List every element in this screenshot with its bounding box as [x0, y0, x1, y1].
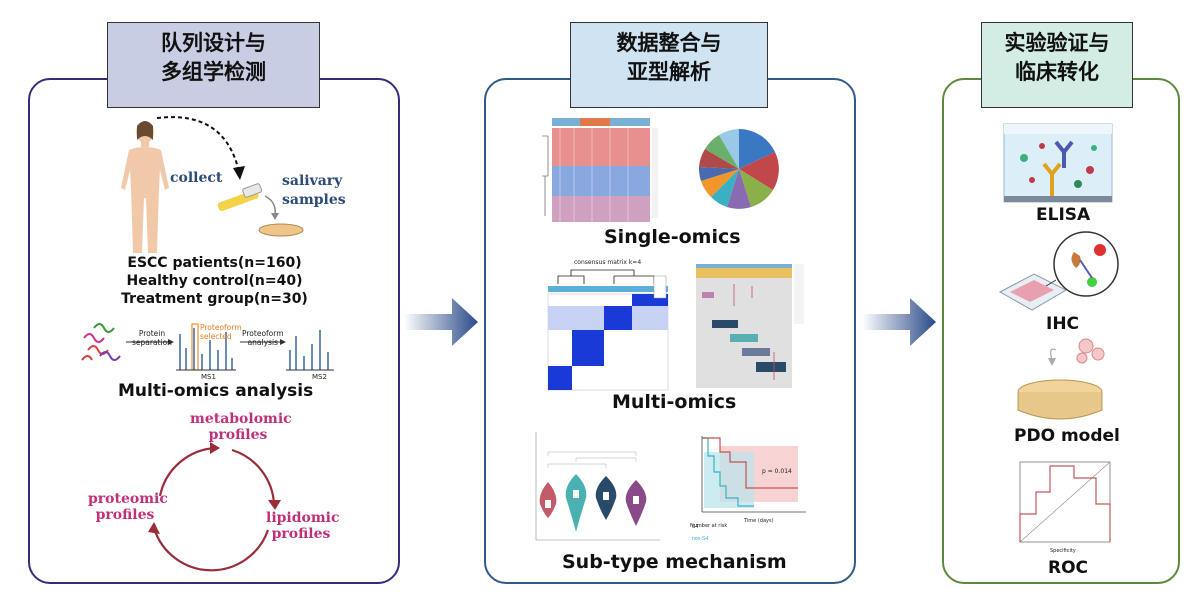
km-risk-title: Number at risk [690, 523, 728, 529]
multi-omics-analysis-label: Multi-omics analysis [118, 381, 314, 401]
cohort-escc: ESCC patients(n=160) [127, 255, 302, 271]
flow-arrow-2-icon [862, 298, 936, 346]
consensus-matrix-heatmap [547, 269, 669, 391]
panel-cohort-design [28, 78, 400, 584]
subtype-violin-plot [535, 432, 660, 541]
cohort-list: ESCC patients(n=160) Healthy control(n=4… [112, 254, 317, 308]
panel-title-design: 队列设计与 多组学检测 [107, 22, 320, 108]
cohort-healthy: Healthy control(n=40) [126, 273, 303, 289]
human-figure-icon [121, 121, 169, 253]
ms2-label: MS2 [312, 373, 327, 381]
roc-xlabel: Specificity [1050, 548, 1076, 554]
panel-title-validation: 实验验证与 临床转化 [981, 22, 1133, 108]
ms1-label: MS1 [201, 373, 216, 381]
ihc-slide-icon [998, 231, 1119, 311]
roc-label: ROC [1048, 558, 1089, 578]
svg-text:S4: S4 [692, 524, 698, 530]
collect-label: collect [170, 170, 223, 186]
ms-workflow-diagram [81, 323, 334, 371]
elisa-well-icon [1003, 123, 1113, 203]
panel-title-integration: 数据整合与 亚型解析 [570, 22, 768, 108]
protein-separation-label: Protein separation [132, 329, 172, 347]
lipidomic-profiles-label: lipidomic profiles [266, 510, 340, 542]
metabolomic-profiles-label: metabolomic profiles [190, 411, 292, 443]
km-xlabel: Time (days) [744, 518, 774, 524]
roc-curve-chart [1019, 461, 1111, 543]
sample-tube-icon [217, 183, 304, 237]
proteomic-profiles-label: proteomic profiles [88, 491, 168, 523]
cohort-treatment: Treatment group(n=30) [121, 291, 308, 307]
multi-omics-heatmap [696, 264, 804, 388]
single-omics-label: Single-omics [604, 226, 741, 248]
salivary-samples-label: salivary samples [282, 173, 346, 208]
consensus-matrix-title: consensus matrix k=4 [574, 259, 642, 266]
single-omics-pie-chart [698, 129, 779, 209]
km-survival-curve: S4 non-S4 [692, 436, 806, 542]
km-pvalue: p = 0.014 [762, 468, 792, 475]
svg-text:non-S4: non-S4 [692, 536, 708, 542]
proteoform-selected-label: Proteoform selected [200, 323, 242, 341]
flow-arrow-1-icon [404, 298, 478, 346]
proteoform-analysis-label: Proteoform analysis [242, 329, 284, 347]
pdo-model-label: PDO model [1014, 426, 1120, 446]
single-omics-heatmap [540, 116, 660, 226]
subtype-mechanism-label: Sub-type mechanism [562, 551, 787, 573]
multi-omics-label: Multi-omics [612, 391, 737, 413]
collect-arrow-icon [156, 116, 245, 180]
ihc-label: IHC [1046, 314, 1080, 334]
elisa-label: ELISA [1036, 205, 1091, 225]
pdo-dish-icon [1017, 338, 1105, 420]
omics-cycle-diagram [148, 442, 281, 572]
